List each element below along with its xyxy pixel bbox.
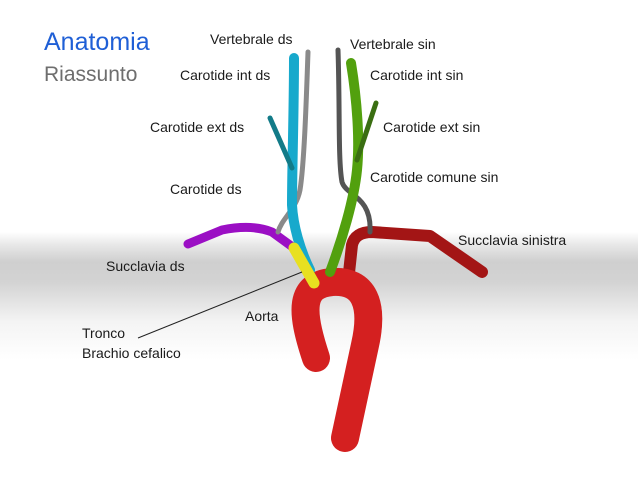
slide-title: Anatomia — [44, 28, 150, 56]
label-aorta: Aorta — [245, 308, 279, 324]
label-succlavia-sinistra: Succlavia sinistra — [458, 232, 566, 248]
label-succlavia-ds: Succlavia ds — [106, 258, 185, 274]
label-carotide-ext-sin: Carotide ext sin — [383, 119, 480, 135]
label-carotide-int-ds: Carotide int ds — [180, 67, 270, 83]
carotide-comune-sin-vessel — [325, 58, 364, 277]
label-carotide-ds: Carotide ds — [170, 181, 242, 197]
succlavia-ds-vessel — [183, 222, 299, 253]
vertebrale-ds-vessel — [275, 49, 311, 235]
label-carotide-int-sin: Carotide int sin — [370, 67, 463, 83]
label-vertebrale-sin: Vertebrale sin — [350, 36, 436, 52]
carotide-ext-ds-vessel — [267, 115, 295, 171]
aorta-vessel — [291, 267, 383, 452]
carotide-ext-sin-vessel — [354, 100, 379, 163]
vertebrale-sin-vessel — [335, 47, 373, 235]
label-tronco: Tronco — [82, 325, 125, 341]
tronco-leader-line — [137, 271, 303, 339]
carotide-ds-vessel — [286, 53, 315, 275]
label-carotide-ext-ds: Carotide ext ds — [150, 119, 244, 135]
slide-subtitle: Riassunto — [44, 63, 138, 86]
label-brachio-cefalico: Brachio cefalico — [82, 345, 181, 361]
tronco-brachio-cefalico-vessel — [288, 242, 320, 289]
label-vertebrale-ds: Vertebrale ds — [210, 31, 293, 47]
label-carotide-comune-sin: Carotide comune sin — [370, 169, 498, 185]
